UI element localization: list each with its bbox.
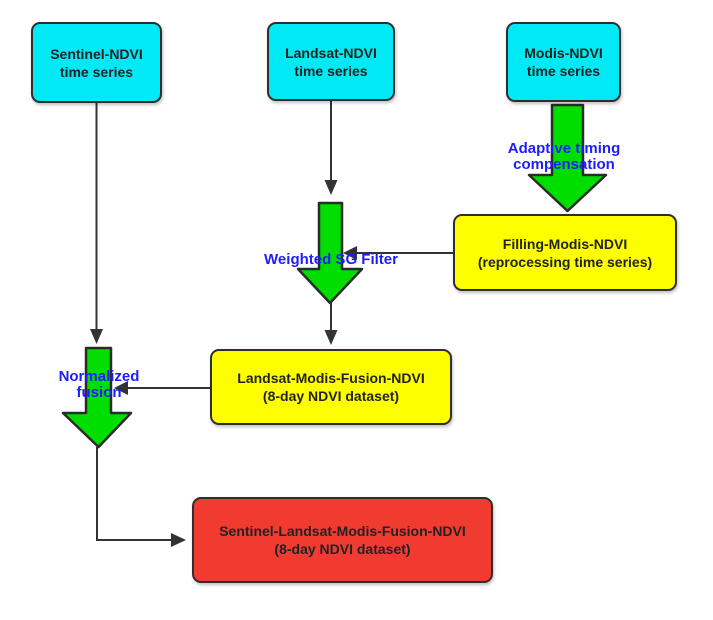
node-text-line1: Modis-NDVI [524,45,603,61]
label-weighted-sg-filter: Weighted SG Filter [251,252,411,268]
node-text-line2: time series [526,63,601,79]
node-text-line1: Landsat-NDVI [285,44,377,61]
arrowhead-result-right-icon [171,533,186,547]
arrowhead-fusion-left-icon [114,381,128,395]
node-modis-ndvi: Modis-NDVI time series [506,22,621,102]
node-text-line1: Sentinel-Landsat-Modis-Fusion-NDVI [219,523,466,539]
arrowhead-landsat-down-icon [324,180,338,195]
label-text-line1: Normalized [58,368,140,385]
label-text-line2: compensation [513,156,615,173]
label-normalized-fusion: Normalized fusion [29,369,169,401]
node-text-line1: Filling-Modis-NDVI [502,235,628,252]
label-adaptive-timing-compensation: Adaptive timing compensation [484,141,644,173]
arrowhead-sgfilter-down-icon [324,330,338,345]
block-arrow-weighted-sg-icon [296,201,364,305]
label-text-line1: Weighted SG Filter [264,251,398,268]
arrowhead-sentinel-down-icon [90,329,103,344]
block-arrow-normalized-fusion-icon [61,346,133,449]
arrowhead-filling-left-icon [343,246,357,260]
node-text-line1: Landsat-Modis-Fusion-NDVI [237,370,425,386]
node-landsat-ndvi: Landsat-NDVI time series [267,22,395,101]
node-text-line1: Sentinel-NDVI [50,45,143,62]
node-sentinel-ndvi: Sentinel-NDVI time series [31,22,162,103]
connector-normalized-to-result [96,447,172,541]
node-text-line2: time series [59,63,134,80]
node-text-line2: (reprocessing time series) [477,253,653,270]
node-landsat-modis-fusion-ndvi: Landsat-Modis-Fusion-NDVI (8-day NDVI da… [210,349,452,425]
label-text-line2: fusion [76,384,122,401]
label-text-line1: Adaptive timing [507,140,621,157]
node-filling-modis-ndvi: Filling-Modis-NDVI (reprocessing time se… [453,214,677,291]
node-text-line2: time series [294,62,368,79]
block-arrow-adaptive-timing-icon [527,103,608,213]
node-text-line2: (8-day NDVI dataset) [274,541,411,557]
node-text-line2: (8-day NDVI dataset) [262,388,400,404]
node-sentinel-landsat-modis-fusion-ndvi: Sentinel-Landsat-Modis-Fusion-NDVI (8-da… [192,497,493,583]
